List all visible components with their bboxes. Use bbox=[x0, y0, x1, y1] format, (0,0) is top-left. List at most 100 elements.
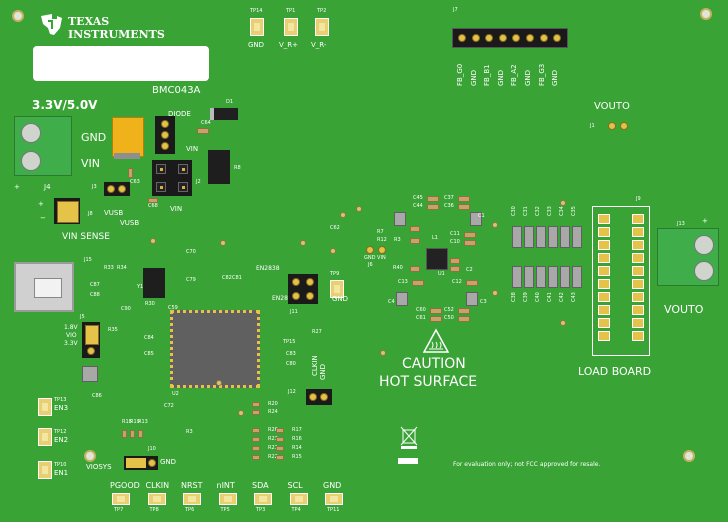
via bbox=[330, 248, 336, 254]
j7-pin[interactable] bbox=[539, 34, 548, 42]
tp14-pad[interactable] bbox=[250, 18, 264, 36]
tp2-label: V_R- bbox=[311, 41, 327, 49]
clkin-vertical: CLKIN bbox=[311, 355, 319, 376]
tp12-label: EN2 bbox=[54, 436, 69, 444]
inductor-small bbox=[82, 366, 98, 382]
load-capacitor bbox=[536, 226, 546, 248]
j7-pin[interactable] bbox=[485, 34, 494, 42]
tp10-pad[interactable] bbox=[38, 461, 52, 479]
tp2-pad[interactable] bbox=[315, 18, 329, 36]
j7-pin[interactable] bbox=[526, 34, 534, 42]
mounting-hole-bottom-left bbox=[84, 450, 96, 462]
power-stage-ref: L1 bbox=[432, 235, 438, 241]
bottom-tp-ref: TP6 bbox=[185, 507, 195, 513]
j7-pin[interactable] bbox=[512, 34, 521, 42]
diode-d1 bbox=[210, 108, 238, 120]
load-pad bbox=[632, 266, 644, 276]
j7-header[interactable] bbox=[452, 28, 568, 48]
load-pad bbox=[632, 227, 644, 237]
power-stage-passive bbox=[410, 226, 420, 232]
load-capacitor bbox=[560, 266, 570, 288]
input-terminal-block[interactable] bbox=[14, 116, 72, 176]
vusb-label: VUSB bbox=[120, 219, 140, 227]
header-pin bbox=[178, 164, 188, 174]
c87-ref: C87 bbox=[90, 282, 100, 288]
tp9-pad[interactable] bbox=[330, 280, 344, 298]
j6-pin-b[interactable] bbox=[378, 246, 386, 254]
output-terminal-block[interactable] bbox=[657, 228, 719, 286]
load-pad bbox=[598, 279, 610, 289]
vin-select-jumper[interactable] bbox=[152, 160, 192, 196]
load-pad bbox=[598, 292, 610, 302]
tp1-pad[interactable] bbox=[284, 18, 298, 36]
tp15-ref: TP15 bbox=[283, 339, 296, 345]
bottom-tp-pad[interactable] bbox=[325, 493, 343, 505]
load-capacitor bbox=[524, 266, 534, 288]
tp13-pad[interactable] bbox=[38, 398, 52, 416]
power-stage-ref: C37 bbox=[444, 195, 454, 201]
bottom-tp-pad[interactable] bbox=[254, 493, 272, 505]
bottom-tp-pad[interactable] bbox=[218, 493, 237, 505]
bottom-tp-pad[interactable] bbox=[289, 493, 308, 505]
power-stage-capacitor bbox=[458, 204, 470, 210]
tp14-label: GND bbox=[248, 41, 265, 49]
vout-pin-plus[interactable] bbox=[608, 122, 616, 130]
j6-ref: J6 bbox=[368, 262, 373, 268]
load-pad bbox=[598, 305, 610, 315]
load-pad bbox=[632, 279, 644, 289]
c83-ref: C83 bbox=[286, 351, 296, 357]
c81-ref: C81 bbox=[232, 275, 242, 281]
bottom-tp-ref: TP7 bbox=[114, 507, 124, 513]
power-stage-capacitor bbox=[412, 280, 424, 286]
j7-pin-label: GND bbox=[469, 69, 478, 86]
ti-logo-icon bbox=[38, 12, 64, 38]
tp12-pad[interactable] bbox=[38, 428, 52, 446]
j6-pin-a[interactable] bbox=[366, 246, 374, 254]
vusb-jumper[interactable] bbox=[104, 182, 130, 196]
vio-select-jumper[interactable] bbox=[82, 322, 100, 358]
bottom-tp-pad[interactable] bbox=[183, 493, 201, 505]
c88-ref: C88 bbox=[90, 292, 100, 298]
power-stage-inductor bbox=[396, 292, 408, 306]
c88-dup: C70 bbox=[186, 249, 196, 255]
load-cap-ref: C30 bbox=[511, 206, 517, 216]
header-pin bbox=[156, 164, 166, 174]
load-cap-ref: C35 bbox=[571, 206, 577, 216]
header-pin bbox=[156, 182, 166, 192]
power-stage-passive bbox=[410, 266, 420, 272]
bottom-tp-pad[interactable] bbox=[112, 493, 130, 505]
j7-pin[interactable] bbox=[498, 34, 507, 42]
resistor-ref: R18 bbox=[122, 419, 132, 425]
clkin-jumper-j12[interactable] bbox=[306, 389, 332, 405]
bottom-tp-ref: TP5 bbox=[220, 507, 230, 513]
vin-sense-jumper[interactable] bbox=[54, 198, 80, 224]
viosys-jumper-j10[interactable] bbox=[124, 456, 158, 470]
mounting-hole-bottom-right bbox=[683, 450, 695, 462]
resistor-ref: R22 bbox=[268, 454, 278, 460]
power-stage-capacitor bbox=[466, 280, 478, 286]
j7-pin[interactable] bbox=[553, 34, 562, 42]
load-capacitor bbox=[536, 266, 546, 288]
load-cap-ref: C33 bbox=[547, 206, 553, 216]
j7-pin[interactable] bbox=[471, 34, 480, 42]
terminal-gnd-label: GND bbox=[81, 131, 107, 144]
power-stage-ref: C50 bbox=[444, 315, 454, 321]
r35-ref: R35 bbox=[108, 327, 118, 333]
via bbox=[492, 290, 498, 296]
load-capacitor bbox=[572, 226, 582, 248]
diode-jumper-header[interactable] bbox=[155, 116, 175, 154]
r3-ref: R3 bbox=[186, 429, 193, 435]
y1-ref: Y1 bbox=[137, 284, 144, 290]
usb-connector[interactable] bbox=[14, 262, 74, 312]
bottom-tp-ref: TP8 bbox=[149, 507, 159, 513]
resistor bbox=[276, 446, 284, 451]
caution-line-1: CAUTION bbox=[402, 356, 466, 372]
vin-a-label: VIN bbox=[186, 145, 199, 153]
power-stage-ref: C60 bbox=[416, 307, 426, 313]
enable-jumper-j11[interactable] bbox=[288, 274, 318, 304]
jumper-pin bbox=[292, 278, 300, 286]
bottom-tp-pad[interactable] bbox=[147, 493, 166, 505]
vout-pin-minus[interactable] bbox=[620, 122, 628, 130]
j7-pin[interactable] bbox=[458, 34, 466, 42]
jumper-pin bbox=[161, 120, 169, 128]
